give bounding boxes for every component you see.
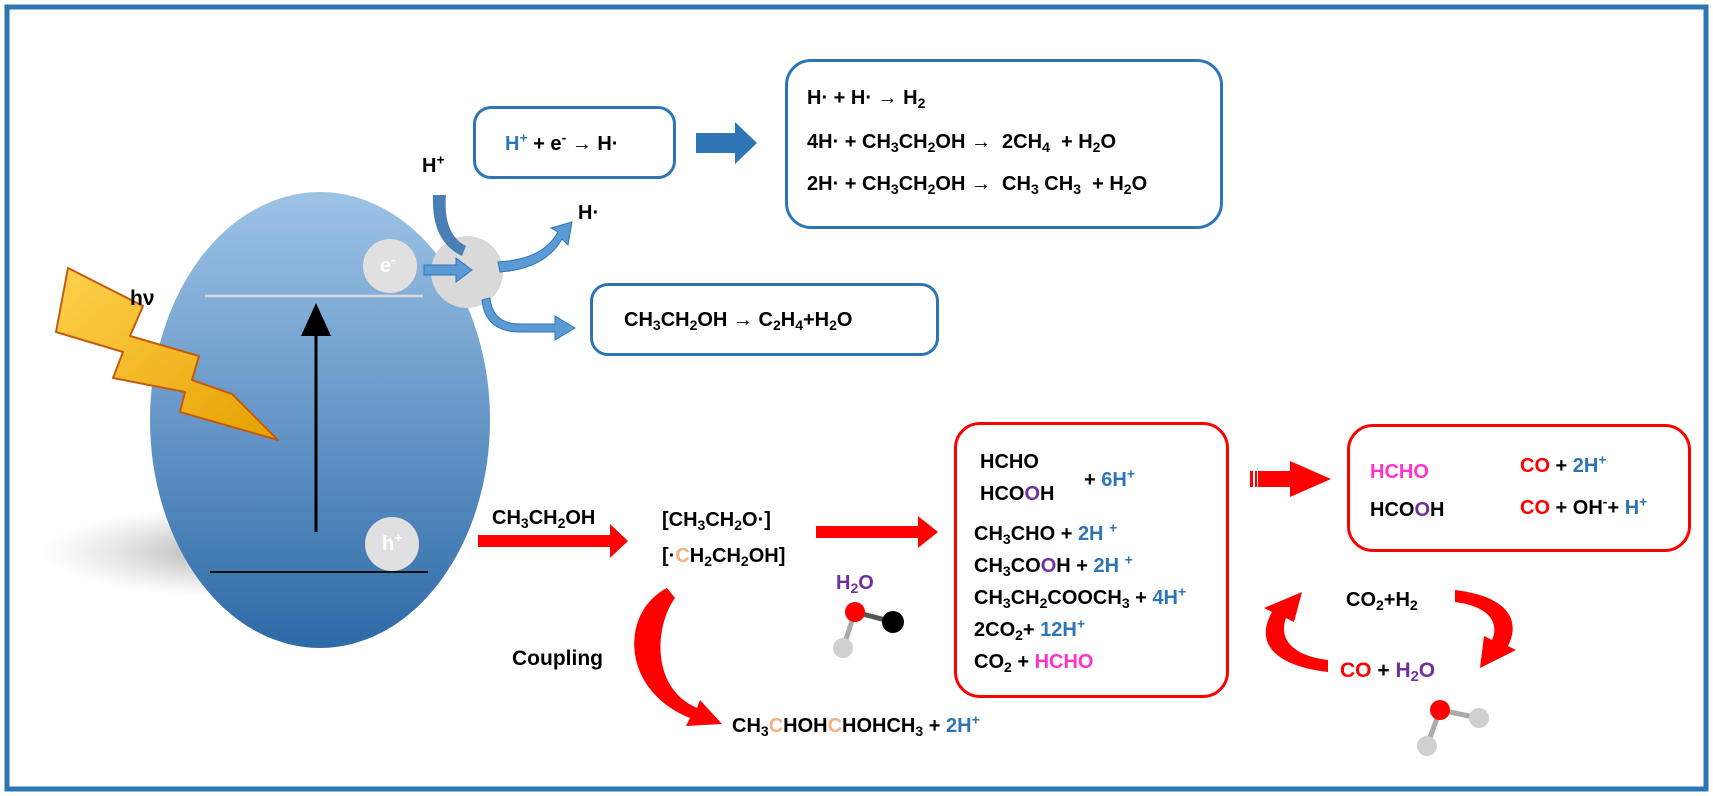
coupling-label: Coupling bbox=[512, 647, 603, 670]
ethanol-label: CH3CH2OH bbox=[492, 507, 596, 531]
product-2co2: 2CO2+ 12H+ bbox=[974, 615, 1086, 643]
cycle-arrow-right bbox=[1455, 590, 1516, 668]
h-reaction-1: H· + H· → H2 bbox=[807, 87, 926, 111]
water-atom-black bbox=[882, 611, 904, 633]
coupling-arrow bbox=[634, 588, 722, 726]
product-6h: + 6H+ bbox=[1084, 465, 1136, 491]
ethanol-oxidation-arrow bbox=[478, 524, 628, 558]
cycle-bottom-label: CO + H2O bbox=[1340, 659, 1436, 686]
radical-1: [CH3CH2O·] bbox=[662, 509, 771, 533]
water-atom-grey-right-1 bbox=[1469, 708, 1489, 728]
product-hcooh: HCOOH bbox=[980, 483, 1055, 505]
hdot-outgoing-arrow bbox=[497, 221, 573, 273]
cycle-top-label: CO2+H2 bbox=[1346, 589, 1418, 613]
water-atom-grey-right-2 bbox=[1417, 736, 1437, 756]
h-reactions-arrow bbox=[696, 122, 757, 164]
h-formation-box bbox=[473, 106, 676, 179]
h-formation-equation: H+ + e- → H· bbox=[505, 129, 619, 155]
dehydration-arrow bbox=[481, 297, 576, 341]
water-molecule-icon bbox=[845, 602, 865, 622]
coupling-product: CH3CHOHCHOHCH3 + 2H+ bbox=[732, 711, 980, 739]
product-ester: CH3CH2COOCH3 + 4H+ bbox=[974, 583, 1187, 611]
decomp-hcho: HCHO bbox=[1370, 461, 1429, 483]
hole-label: h+ bbox=[382, 529, 403, 555]
hole-circle bbox=[365, 517, 419, 571]
cycle-arrow-left bbox=[1264, 592, 1328, 672]
product-co2-hcho: CO2 + HCHO bbox=[974, 651, 1094, 675]
decomp-hcooh: HCOOH bbox=[1370, 499, 1445, 521]
dehydration-equation: CH3CH2OH → C2H4+H2O bbox=[624, 309, 853, 333]
hplus-incoming-arrow bbox=[432, 195, 466, 256]
outer-frame bbox=[4, 4, 1709, 792]
water-atom-grey-mid bbox=[833, 638, 853, 658]
product-ch3cooh: CH3COOH + 2H + bbox=[974, 551, 1133, 579]
water-molecule-icon-right bbox=[1430, 700, 1450, 720]
electron-transfer-arrow bbox=[423, 257, 473, 283]
h-reaction-2: 4H· + CH3CH2OH → 2CH4 + H2O bbox=[807, 131, 1117, 155]
hplus-label: H+ bbox=[422, 151, 445, 177]
decomposition-arrow-stripe-1 bbox=[1250, 471, 1253, 487]
water-label: H2O bbox=[836, 572, 874, 596]
decomposition-arrow bbox=[1258, 461, 1331, 497]
electron-circle bbox=[363, 239, 417, 293]
decomposition-arrow-stripe-2 bbox=[1255, 471, 1257, 487]
dehydration-box bbox=[590, 283, 939, 356]
decomposition-box bbox=[1347, 424, 1691, 552]
product-hcho: HCHO bbox=[980, 451, 1039, 473]
radical-2: [·CH2CH2OH] bbox=[662, 545, 786, 569]
electron-label: e- bbox=[380, 251, 396, 277]
hdot-label: H· bbox=[578, 202, 600, 224]
h-reactions-box bbox=[785, 59, 1223, 229]
radical-oxidation-arrow bbox=[816, 516, 938, 548]
product-ch3cho: CH3CHO + 2H + bbox=[974, 519, 1118, 547]
decomp-hcooh-products: CO + OH-+ H+ bbox=[1520, 493, 1648, 519]
decomp-hcho-products: CO + 2H+ bbox=[1520, 451, 1607, 477]
lightning-bolt-icon bbox=[55, 267, 279, 441]
h-reaction-3: 2H· + CH3CH2OH → CH3 CH3 + H2O bbox=[807, 173, 1148, 197]
hv-label: hν bbox=[130, 287, 155, 310]
products-box bbox=[954, 422, 1229, 698]
